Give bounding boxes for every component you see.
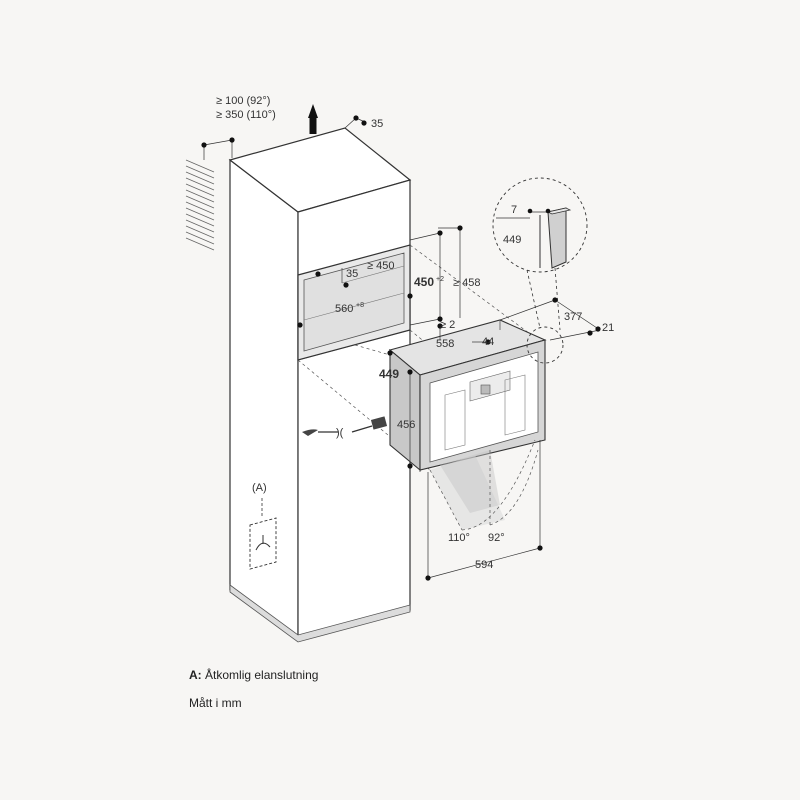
dim-niche-gap: 35 [346, 268, 358, 280]
dim-niche-min-width: ≥ 450 [367, 260, 394, 272]
legend-key: A: [189, 668, 202, 682]
legend-units: Mått i mm [189, 696, 242, 710]
dim-niche-height: 450 [414, 275, 434, 289]
connection-marker-label: (A) [252, 482, 267, 494]
dim-detail-height: 449 [503, 234, 521, 246]
power-cable: )( [302, 416, 388, 439]
dim-front-height: 449 [379, 367, 399, 381]
appliance-spout [480, 384, 491, 395]
dimension-dots [201, 115, 601, 581]
dim-clearance-100: ≥ 100 (92°) [216, 95, 270, 107]
dim-front-width: 594 [475, 559, 493, 571]
dim-niche-width-tol: +8 [356, 302, 364, 309]
detail-callout: 7 449 [492, 177, 588, 364]
appliance [388, 319, 547, 472]
dimension-lines [203, 117, 601, 579]
dim-body-height: 456 [397, 419, 415, 431]
legend-connection: A: Åtkomlig elanslutning [189, 668, 318, 682]
svg-text:)(: )( [336, 427, 344, 439]
niche-opening [297, 244, 411, 361]
dim-niche-width: 560 [335, 303, 353, 315]
tall-cabinet [228, 127, 412, 643]
exhaust-arrow [308, 104, 318, 134]
dim-front-thickness: 21 [602, 322, 614, 334]
dim-depth: 558 [436, 338, 454, 350]
dim-top-gap: 35 [371, 118, 383, 130]
dimension-labels: ≥ 100 (92°) ≥ 350 (110°) 35 35 ≥ 450 450… [216, 95, 614, 571]
dim-clearance-350: ≥ 350 (110°) [216, 109, 276, 121]
dim-detail-gap: 7 [511, 204, 517, 216]
detail-source-circle [526, 326, 564, 364]
dim-door-angle-2: 92° [488, 532, 505, 544]
door-swing [429, 439, 539, 531]
legend-text: Åtkomlig elanslutning [205, 668, 319, 682]
dim-top-offset: 44 [482, 336, 494, 348]
connection-marker: (A) [249, 482, 277, 570]
dim-door-angle-1: 110° [448, 532, 470, 544]
dim-depth-total: 377 [564, 311, 582, 323]
cabinet-plinth [229, 584, 411, 643]
dim-gap-min: ≥ 2 [440, 319, 455, 331]
appliance-panel [429, 351, 539, 463]
wall-hatching [185, 159, 215, 251]
dim-niche-height-alt: ≥ 458 [453, 277, 480, 289]
dim-niche-height-tol: +2 [436, 276, 444, 283]
cabinet-side [229, 158, 299, 642]
